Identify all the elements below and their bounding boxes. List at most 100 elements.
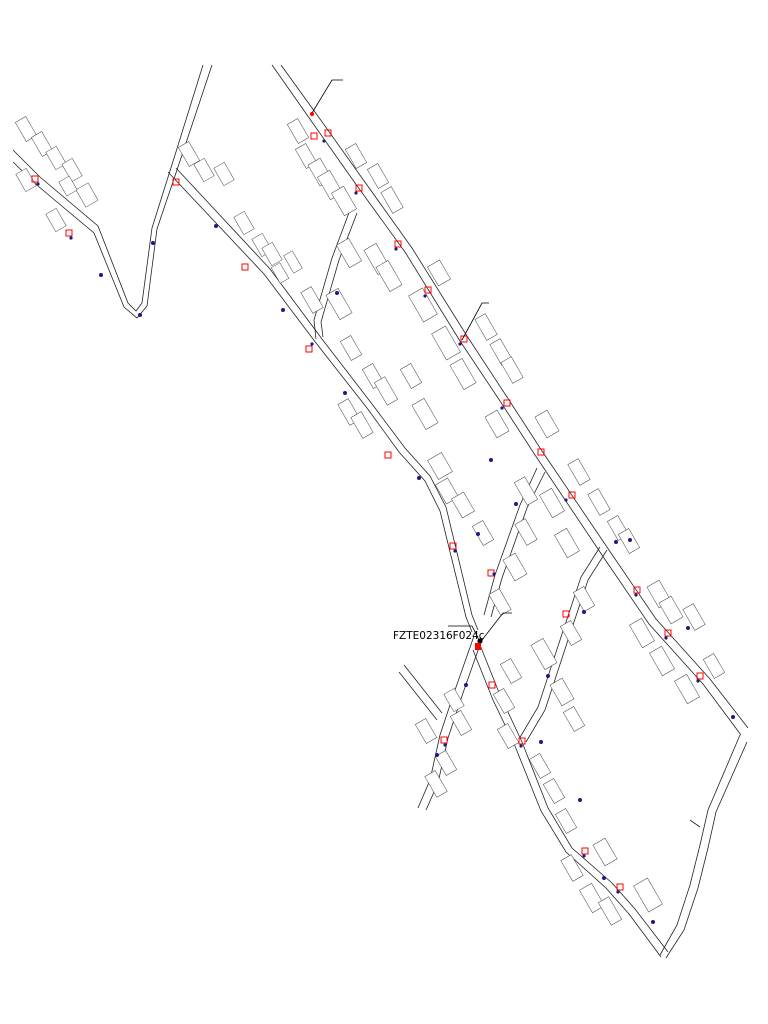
transformer-icon[interactable] (31, 175, 40, 186)
plot (502, 552, 528, 582)
transformer-icon[interactable] (449, 542, 457, 553)
plot (61, 157, 83, 183)
plot (336, 237, 362, 269)
plot (449, 710, 473, 736)
plot (75, 182, 99, 208)
transformer-icon[interactable] (564, 491, 576, 502)
plot (380, 186, 404, 214)
transformer-icon[interactable] (384, 451, 392, 459)
transformer-icon[interactable] (394, 240, 402, 251)
transformer-icon[interactable] (324, 129, 332, 137)
plot (213, 161, 235, 187)
plot (530, 638, 558, 670)
plot (177, 141, 201, 167)
pole-icon[interactable] (514, 502, 518, 506)
plot (674, 673, 700, 705)
plot (474, 313, 498, 341)
plot (408, 287, 438, 323)
callout-main: FZTE02316F024c (393, 625, 485, 642)
pole-icon[interactable] (343, 391, 347, 395)
transformer-icon[interactable] (518, 737, 526, 748)
road-inner-diagonal-edge (518, 546, 601, 740)
poles-layer (99, 224, 735, 924)
plot (513, 476, 539, 506)
pole-icon[interactable] (214, 224, 218, 228)
transformer-icon[interactable] (488, 681, 496, 689)
transformer-icon[interactable] (633, 586, 641, 597)
plots-layer (14, 116, 726, 926)
callout-top (310, 79, 343, 116)
plot (587, 488, 611, 516)
pole-icon[interactable] (651, 920, 655, 924)
road-southwest (417, 635, 475, 809)
road-west-avenue (175, 167, 479, 631)
road-east-avenue-edge (280, 64, 749, 729)
transformer-icon[interactable] (537, 448, 545, 456)
plot (542, 778, 566, 804)
pole-icon[interactable] (138, 313, 142, 317)
pole-icon[interactable] (614, 540, 618, 544)
plot (539, 487, 565, 519)
transformer-icon[interactable] (500, 399, 511, 410)
road-east-return-edge (665, 741, 748, 959)
plot (233, 210, 255, 236)
pole-icon[interactable] (464, 683, 468, 687)
plot (14, 116, 38, 142)
plot (702, 653, 726, 679)
transformer-icon[interactable] (562, 610, 570, 618)
plot (15, 167, 37, 193)
plot (261, 241, 283, 267)
transformer-icon[interactable] (305, 342, 314, 353)
pole-icon[interactable] (281, 308, 285, 312)
plot (633, 877, 663, 913)
transformer-icon[interactable] (172, 178, 180, 186)
pole-icon[interactable] (602, 876, 606, 880)
transformer-icon[interactable] (241, 263, 249, 271)
plot (193, 157, 215, 183)
plot (331, 185, 357, 217)
pole-icon[interactable] (489, 458, 493, 462)
pole-icon[interactable] (546, 674, 550, 678)
pole-icon[interactable] (578, 798, 582, 802)
plot (399, 363, 423, 389)
pole-icon[interactable] (476, 532, 480, 536)
pole-icon[interactable] (539, 740, 543, 744)
pole-icon[interactable] (731, 715, 735, 719)
plot (434, 750, 458, 776)
plot (344, 143, 368, 169)
plot (560, 854, 584, 882)
plot (451, 491, 475, 519)
transformers-layer (31, 129, 704, 894)
road-west-stub (398, 671, 438, 721)
pole-icon[interactable] (628, 538, 632, 542)
pole-icon[interactable] (151, 241, 155, 245)
transformer-icon[interactable] (616, 883, 624, 894)
transformer-icon[interactable] (696, 672, 704, 683)
plot (572, 586, 596, 612)
pole-icon[interactable] (335, 291, 339, 295)
transformer-icon[interactable] (65, 229, 73, 240)
transformer-icon[interactable] (487, 569, 496, 577)
plot (682, 603, 706, 631)
pole-icon[interactable] (686, 626, 690, 630)
plot (427, 452, 453, 480)
pole-icon[interactable] (417, 476, 421, 480)
transformer-icon[interactable] (581, 847, 589, 858)
transformer-icon[interactable] (423, 286, 432, 298)
pole-icon[interactable] (99, 273, 103, 277)
plot (270, 262, 290, 284)
pole-icon[interactable] (582, 610, 586, 614)
plot (366, 163, 390, 189)
plot (431, 325, 461, 361)
transformer-icon[interactable] (354, 184, 363, 195)
plot (411, 398, 439, 430)
transformer-icon[interactable] (440, 736, 448, 747)
pole-icon[interactable] (435, 753, 439, 757)
transformer-icon[interactable] (664, 629, 672, 640)
road-northwest (12, 64, 204, 312)
plot (554, 527, 580, 559)
transformer-icon[interactable] (310, 132, 326, 143)
plot (300, 286, 324, 314)
